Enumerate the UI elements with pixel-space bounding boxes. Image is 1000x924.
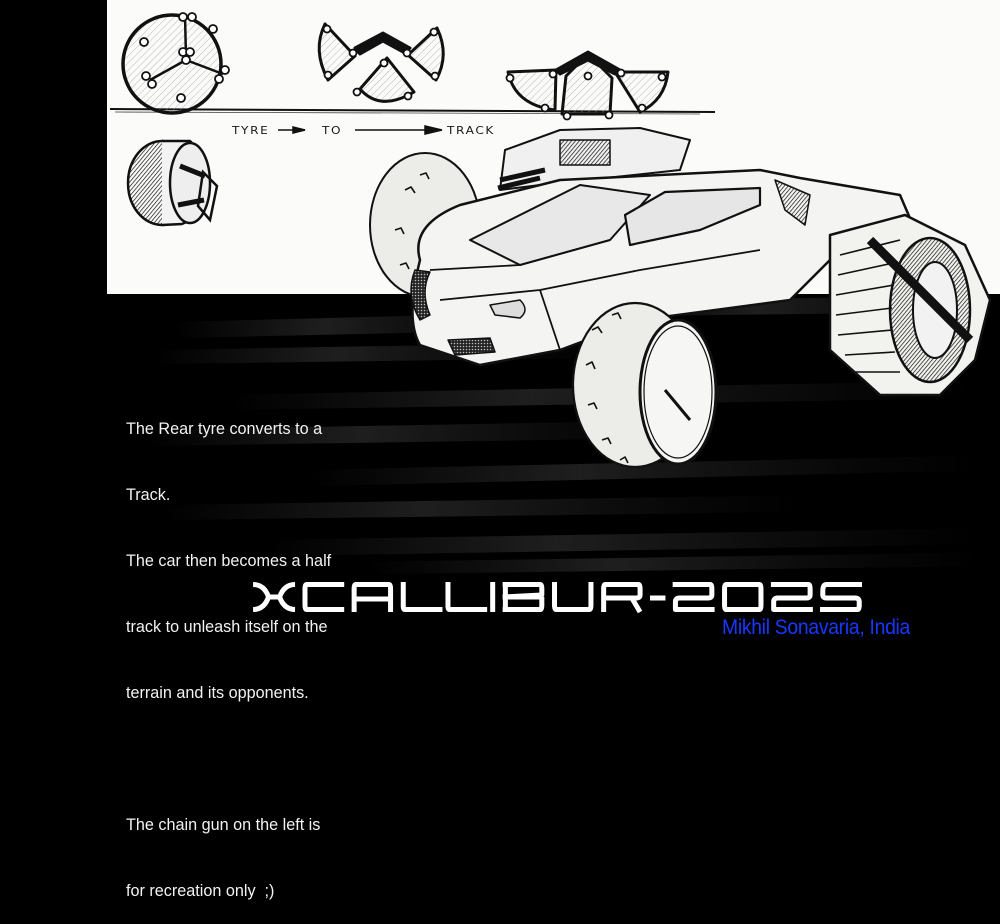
caption-line: for recreation only ;)	[126, 882, 275, 900]
artwork-title: XCALLIBUR-2025	[252, 582, 864, 614]
tyre-to-track-arrows	[278, 125, 443, 135]
label-to: TO	[322, 124, 343, 137]
folding-tyre-icon	[317, 22, 445, 103]
artwork-title-glyphs	[252, 582, 864, 614]
caption-line: The chain gun on the left is	[126, 816, 321, 834]
caption-spacer	[126, 748, 331, 770]
artist-credit: Mikhil Sonavaria, India	[722, 616, 911, 639]
description-caption: The Rear tyre converts to a Track. The c…	[126, 374, 331, 924]
caption-line: track to unleash itself on the	[126, 618, 328, 636]
xcallibur-car-sketch	[369, 127, 992, 469]
caption-line: terrain and its opponents.	[126, 684, 309, 702]
ground-line	[109, 108, 716, 115]
track-form-icon	[505, 50, 670, 121]
tyre-wheel-icon	[121, 12, 230, 115]
caption-line: Track.	[126, 486, 171, 504]
label-track: TRACK	[447, 124, 496, 137]
caption-line: The car then becomes a half	[126, 552, 332, 570]
cylinder-wheel-sketch	[126, 139, 219, 227]
label-tyre: TYRE	[232, 124, 270, 137]
sketch-artwork	[109, 12, 992, 469]
caption-line: The Rear tyre converts to a	[126, 420, 323, 438]
